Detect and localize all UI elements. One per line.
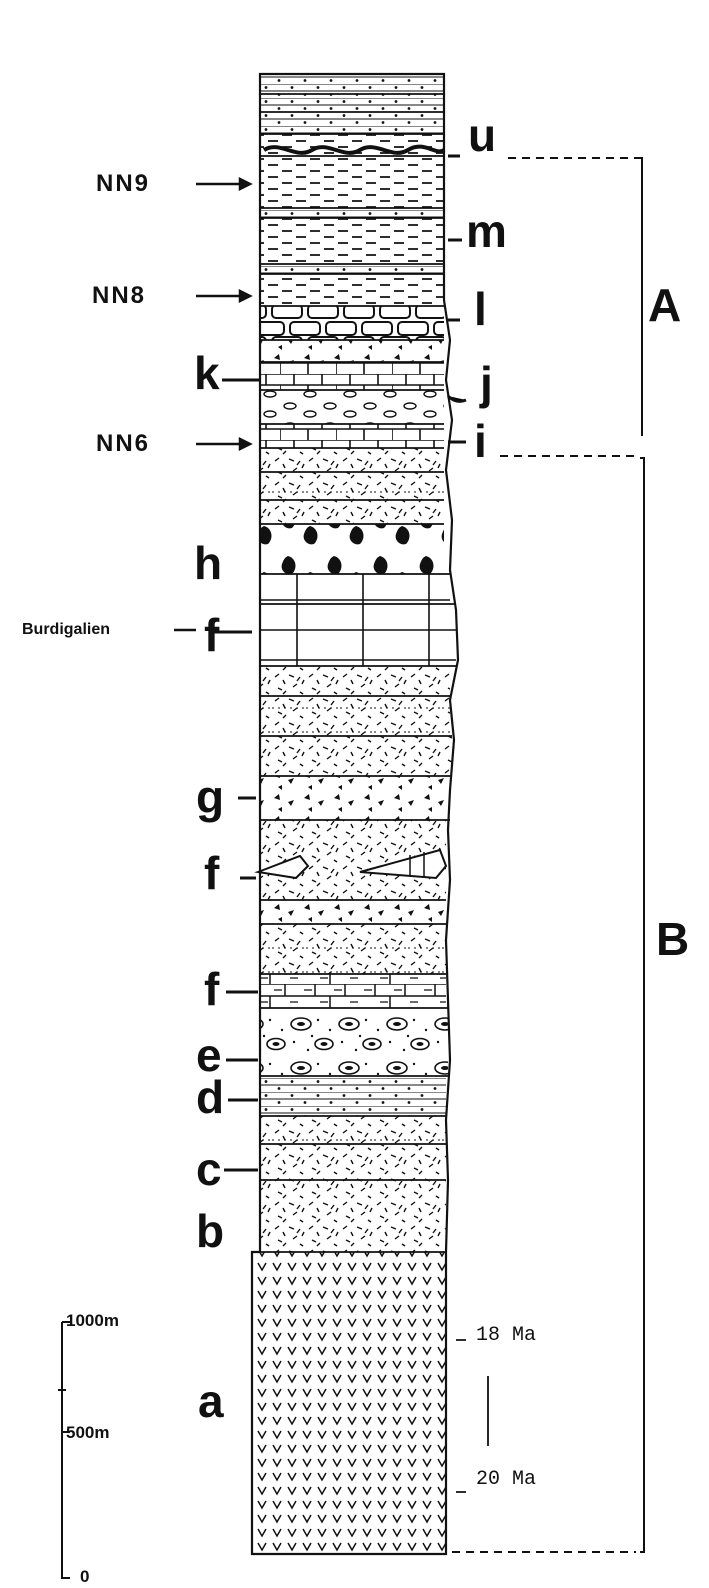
lens-bodies <box>254 848 448 880</box>
member-label-d: d <box>196 1071 225 1123</box>
member-label-i: i <box>474 415 487 467</box>
zone-label-burdigalien: Burdigalien <box>22 621 111 638</box>
age-label-18ma: 18 Ma <box>476 1324 537 1347</box>
zone-arrows <box>174 176 253 632</box>
scale-bar <box>58 1321 70 1579</box>
age-ticks <box>456 1339 489 1493</box>
zone-label-nn9: NN9 <box>96 170 151 197</box>
unit-brackets <box>452 157 645 1553</box>
column-outline <box>250 72 460 1556</box>
age-label-20ma: 20 Ma <box>476 1468 537 1491</box>
member-label-c: c <box>196 1143 222 1195</box>
member-label-h: h <box>194 537 223 589</box>
member-label-k: k <box>194 347 220 399</box>
unconformity-wave <box>262 144 446 155</box>
zone-label-nn6: NN6 <box>96 430 151 457</box>
unit-label-a: A <box>648 279 682 331</box>
member-label-f-lower: f <box>204 963 220 1015</box>
scale-label-500m: 500m <box>66 1423 110 1442</box>
member-label-u: u <box>468 109 497 161</box>
scale-label-1000m: 1000m <box>66 1311 119 1330</box>
member-label-f-burdigalien: f <box>204 609 220 661</box>
member-label-j: j <box>480 357 493 409</box>
member-label-e: e <box>196 1029 222 1081</box>
member-label-g: g <box>196 771 225 823</box>
scale-label-0: 0 <box>80 1567 90 1586</box>
member-label-a: a <box>198 1375 224 1427</box>
member-ticks <box>212 154 467 1172</box>
member-label-b: b <box>196 1205 225 1257</box>
member-label-m: m <box>466 205 507 257</box>
unit-label-b: B <box>656 913 690 965</box>
zone-label-nn8: NN8 <box>92 282 147 309</box>
member-label-f-lens: f <box>204 847 220 899</box>
column-layers <box>252 74 456 1554</box>
member-label-l: l <box>474 283 487 335</box>
